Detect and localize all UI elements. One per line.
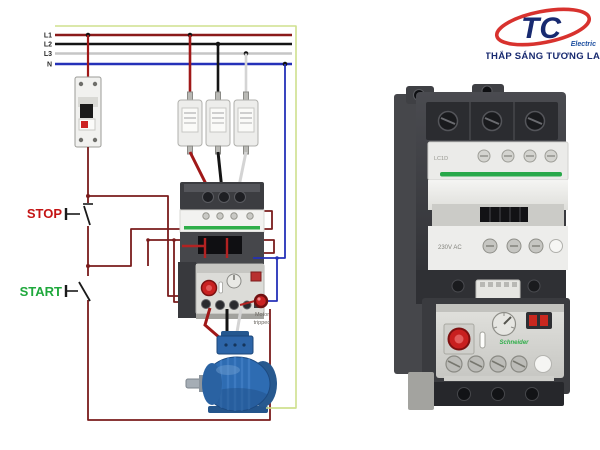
overload-product: Schneider (408, 298, 570, 410)
coil-screw (549, 239, 563, 253)
start-label: START (20, 284, 62, 299)
overload-dial (226, 273, 242, 289)
contactor-product: LC1D 230V AC (416, 92, 569, 304)
out-terminal (491, 387, 505, 401)
contactor-diagram (179, 182, 265, 264)
fuse-group (177, 91, 259, 155)
brand-label: Schneider (499, 340, 529, 346)
fuse-label (181, 107, 199, 133)
lamp (253, 293, 269, 309)
reset-slot (479, 331, 486, 349)
fuse-l1 (177, 91, 203, 155)
test-switch (540, 315, 548, 326)
mcb-red-mark (81, 121, 88, 128)
load-terminal (451, 279, 465, 293)
window-circle (534, 355, 552, 373)
contactor-terminal-screw (234, 191, 246, 203)
logo-swoosh (494, 7, 592, 47)
green-stripe (440, 172, 562, 177)
contactor-terminal-screw (202, 191, 214, 203)
fuse-l2 (205, 91, 231, 155)
logo-slogan: THẮP SÁNG TƯƠNG LAI (486, 51, 600, 62)
side-base (408, 372, 434, 410)
overload-flag (250, 271, 262, 282)
contactor-window (198, 236, 242, 254)
wire-t1-motor (203, 307, 221, 340)
test-switch (529, 315, 537, 326)
green-stripe (184, 226, 260, 230)
indicator-label-1: Motor (255, 312, 269, 318)
bus-label-l1: L1 (44, 33, 52, 40)
coil-face (428, 226, 568, 270)
product-photo: LC1D 230V AC (394, 84, 570, 410)
mcb-screw (78, 137, 84, 143)
mcb-face (78, 97, 98, 107)
bus-label-l3: L3 (44, 51, 52, 58)
fuse-l3 (233, 91, 259, 155)
mcb-screw (92, 137, 98, 143)
mcb-screw (78, 81, 84, 87)
out-terminal (457, 387, 471, 401)
logo-monogram: TC (521, 12, 562, 45)
bus-label-l2: L2 (44, 42, 52, 49)
indicator-label-2: tripped (254, 320, 271, 326)
model-label: LC1D (434, 156, 448, 162)
motor (185, 331, 277, 413)
mcb-screw (92, 81, 98, 87)
stop-label: STOP (27, 206, 62, 221)
start-button-symbol: START (20, 281, 91, 302)
contactor-terminal-screw (218, 191, 230, 203)
trip-indicator-lamp: Motor tripped (239, 293, 271, 326)
company-logo: TC Electric THẮP SÁNG TƯƠNG LAI (486, 7, 600, 62)
coil-jumper-wires (182, 238, 229, 258)
overload-relay-diagram (178, 262, 265, 319)
mcb-toggle (80, 104, 93, 118)
wiring-diagram: L1 L2 L3 N (20, 25, 297, 421)
overload-slot (218, 281, 223, 294)
neutral-wiring (253, 64, 286, 302)
out-terminal (525, 387, 539, 401)
coil-voltage-label: 230V AC (438, 245, 462, 251)
power-bus: L1 L2 L3 N (44, 33, 292, 69)
overload-terminal (201, 299, 211, 309)
logo-electric-label: Electric (571, 41, 596, 48)
overload-terminal (215, 300, 225, 310)
stop-button-symbol: STOP (27, 203, 93, 226)
moving-contact-window (480, 207, 528, 222)
mcb (74, 76, 102, 148)
load-terminal (527, 279, 541, 293)
overload-terminal (229, 300, 239, 310)
wire-n-to-coil (253, 64, 286, 259)
wire-n-to-lamp (268, 258, 278, 302)
bus-label-n: N (47, 62, 52, 69)
